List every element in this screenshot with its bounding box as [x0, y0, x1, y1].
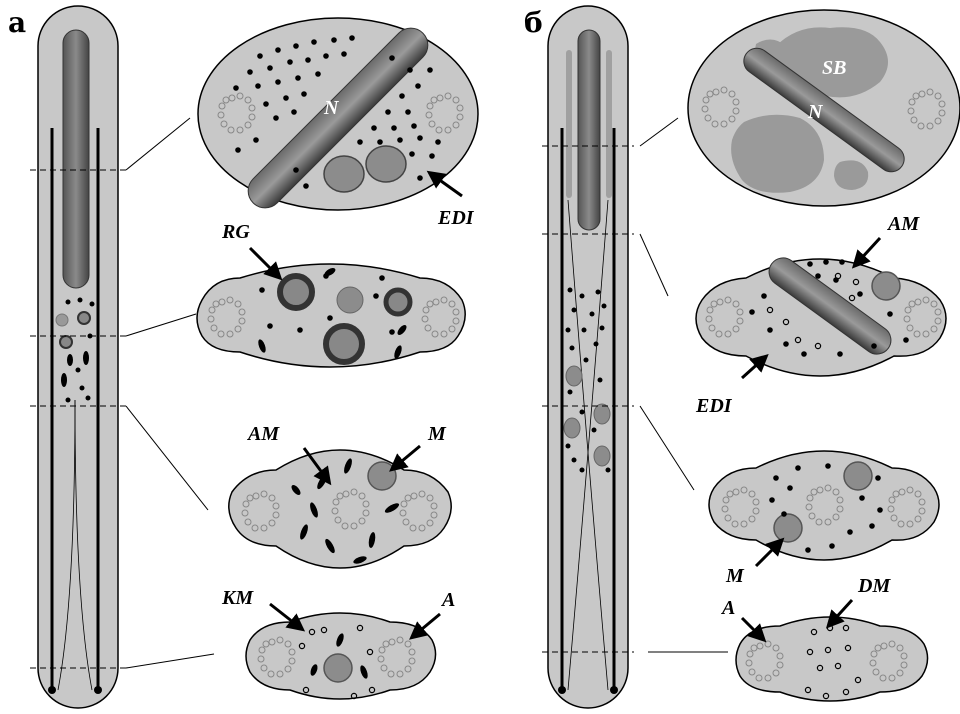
label-am-b: AM	[886, 213, 920, 235]
section-a3	[229, 450, 451, 568]
label-edi-a: EDI	[437, 207, 475, 229]
label-n-b: N	[807, 101, 824, 123]
label-n-a: N	[323, 97, 340, 119]
label-km: KM	[221, 587, 254, 609]
section-b2	[696, 252, 946, 376]
section-a4	[246, 613, 436, 699]
longitudinal-cell-b	[542, 6, 634, 708]
label-edi-b: EDI	[695, 395, 733, 417]
label-am-a: AM	[246, 423, 280, 445]
section-b1: SB N	[688, 10, 960, 206]
label-m-b: M	[725, 565, 745, 587]
panel-label-b: б	[524, 6, 543, 39]
section-a1: N	[198, 18, 478, 215]
label-dm: DM	[857, 575, 891, 597]
panel-label-a: а	[8, 6, 26, 39]
section-b3	[709, 451, 939, 560]
label-a-right: A	[720, 597, 735, 619]
section-a2	[197, 264, 465, 367]
label-m-a: M	[427, 423, 447, 445]
section-b4	[736, 617, 928, 701]
label-sb: SB	[822, 57, 846, 79]
label-rg: RG	[221, 221, 250, 243]
longitudinal-cell-a	[30, 6, 126, 708]
nucleus-rod-b	[578, 30, 600, 230]
label-a-left: A	[440, 589, 455, 611]
nucleus-rod-a	[63, 30, 89, 288]
